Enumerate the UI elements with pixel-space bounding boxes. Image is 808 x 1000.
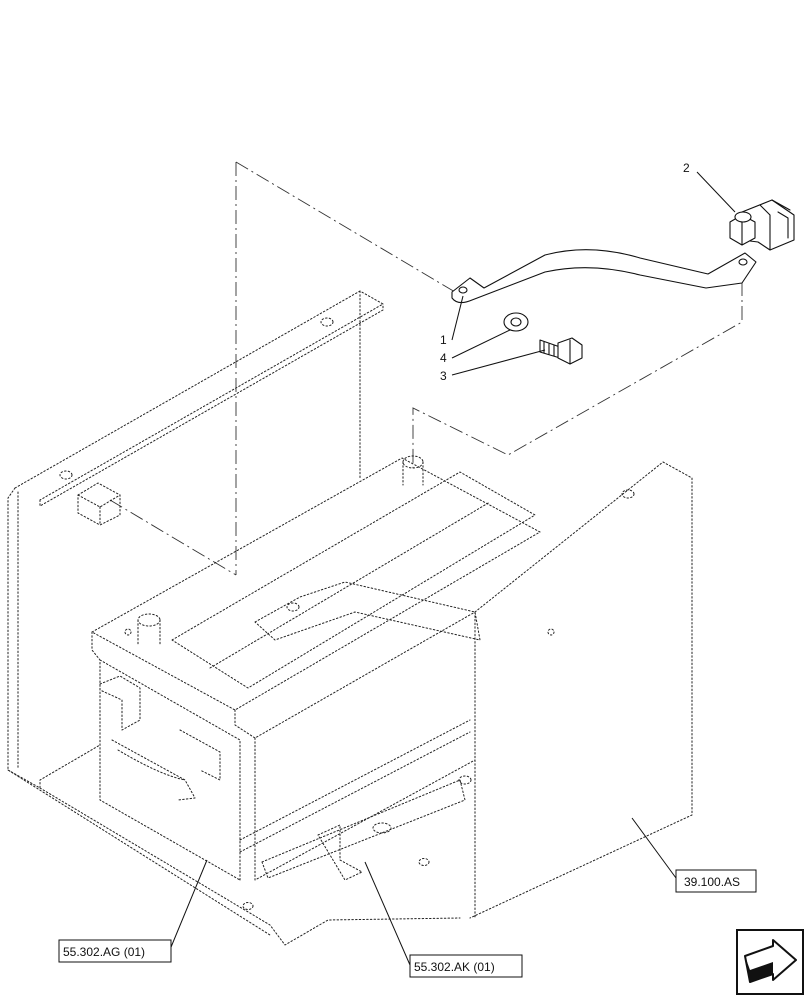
ref-55-302-ak-label: 55.302.AK (01)	[414, 960, 495, 974]
battery	[91, 457, 541, 881]
callout-3: 3	[440, 369, 447, 383]
callout-1: 1	[440, 333, 447, 347]
ref-55-302-ak[interactable]: 55.302.AK (01)	[409, 954, 523, 978]
bolt	[539, 337, 583, 365]
ref-55-302-ag[interactable]: 55.302.AG (01)	[58, 939, 172, 963]
ref-55-302-ag-label: 55.302.AG (01)	[63, 945, 145, 959]
ground-strap	[451, 249, 757, 304]
centerlines	[109, 161, 743, 576]
callout-4: 4	[440, 351, 447, 365]
callout-2: 2	[683, 161, 690, 175]
leaders	[168, 171, 736, 966]
ref-39-100-as[interactable]: 39.100.AS	[675, 869, 757, 893]
ref-39-100-as-label: 39.100.AS	[684, 875, 740, 889]
battery-box	[7, 290, 693, 946]
terminal-clamp	[729, 199, 795, 251]
washer	[503, 312, 529, 332]
next-page-arrow-icon[interactable]	[736, 929, 804, 995]
